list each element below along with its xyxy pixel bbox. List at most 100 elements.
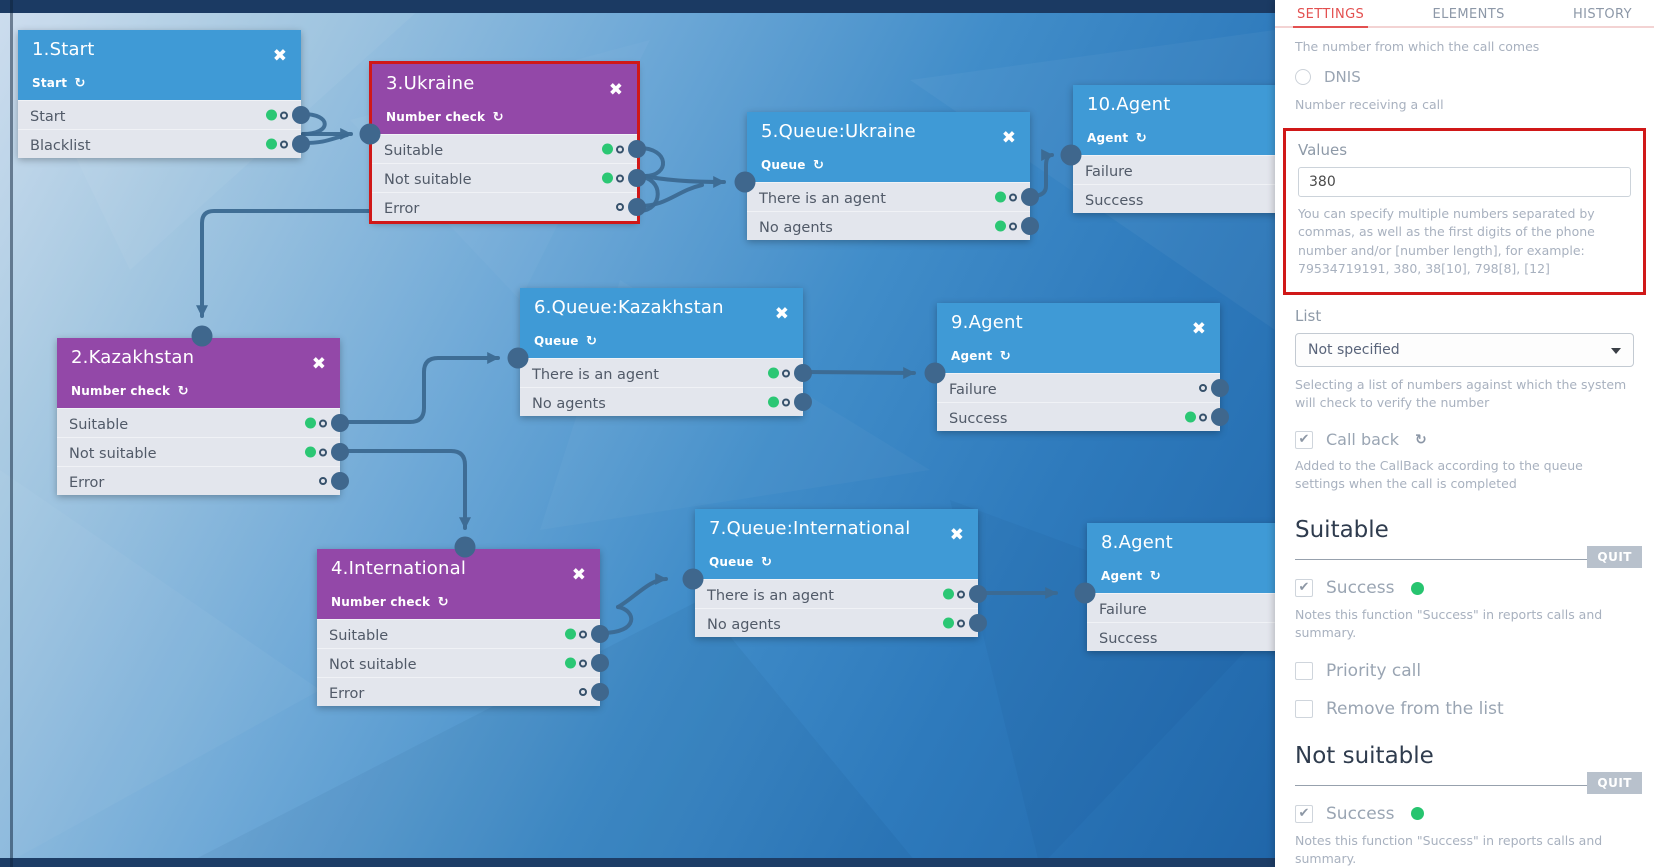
node-output-row[interactable]: There is an agent [695, 579, 987, 608]
row-endpoint[interactable] [1211, 379, 1229, 397]
values-input[interactable] [1298, 167, 1631, 198]
connector 3.Ukraine:Not suitable -> 2.Kazakhstan[interactable] [196, 209, 641, 318]
dnis-radio[interactable] [1295, 69, 1311, 86]
row-endpoint[interactable] [628, 140, 646, 158]
node-output-row[interactable]: Success [937, 402, 1229, 431]
quit-badge[interactable]: QUIT [1587, 546, 1642, 569]
node-output-row[interactable]: Failure [1073, 155, 1275, 184]
node-output-row[interactable]: Error [57, 466, 349, 495]
row-endpoint[interactable] [1211, 408, 1229, 426]
row-endpoint[interactable] [331, 443, 349, 461]
option-checkbox[interactable]: ✔ [1295, 579, 1313, 598]
option-row[interactable]: ✔Success [1295, 804, 1634, 824]
row-endpoint[interactable] [591, 654, 609, 672]
row-endpoint[interactable] [794, 393, 812, 411]
connector 5.Queue:Ukraine:There is an agent -> 10.Agent[interactable] [1030, 149, 1054, 198]
node-output-row[interactable]: Blacklist [18, 129, 310, 158]
node-output-row[interactable]: Suitable [57, 408, 349, 437]
tab-elements[interactable]: ELEMENTS [1432, 7, 1505, 22]
node-output-row[interactable]: No agents [520, 387, 812, 416]
node-close-icon[interactable]: ✖ [311, 354, 326, 374]
node-output-row[interactable]: Success [1073, 184, 1275, 213]
connector 6.Queue:Kazakhstan:There is an agent -> 9.Agent[interactable] [803, 366, 916, 379]
quit-badge[interactable]: QUIT [1587, 771, 1642, 794]
node-output-row[interactable]: Failure [937, 373, 1229, 402]
connector 2.Kazakhstan:Suitable -> 6.Queue:Kazakhstan[interactable] [340, 352, 500, 424]
option-row[interactable]: Remove from the list [1295, 699, 1634, 719]
node-close-icon[interactable]: ✖ [1001, 128, 1016, 148]
node-header[interactable]: 1.Start✖Start ↻ [18, 30, 301, 100]
row-endpoint[interactable] [292, 106, 310, 124]
node-output-row[interactable]: There is an agent [520, 358, 812, 387]
row-endpoint[interactable] [628, 198, 646, 216]
node-output-row[interactable]: Not suitable [57, 437, 349, 466]
row-endpoint[interactable] [794, 364, 812, 382]
connector 2.Kazakhstan:Not suitable -> 4.International[interactable] [340, 449, 471, 530]
list-select[interactable]: Not specified [1295, 332, 1634, 367]
flow-node-n7[interactable]: 7.Queue:International✖Queue ↻There is an… [695, 509, 987, 637]
connector 4.International:Suitable -> 7.Queue:International[interactable] [600, 605, 634, 635]
node-header[interactable]: 6.Queue:Kazakhstan✖Queue ↻ [520, 288, 803, 358]
option-row[interactable]: ✔Success [1295, 578, 1634, 598]
connector 3.Ukraine:Suitable -> 5.Queue:Ukraine[interactable] [643, 174, 726, 188]
option-checkbox[interactable] [1295, 661, 1313, 680]
node-output-row[interactable]: Suitable [317, 619, 609, 648]
node-header[interactable]: 8.Agent✖Agent ↻ [1087, 523, 1275, 593]
option-row[interactable]: Priority call [1295, 661, 1634, 681]
node-output-row[interactable]: There is an agent [747, 182, 1039, 211]
node-output-row[interactable]: Suitable [372, 134, 646, 163]
row-endpoint[interactable] [1021, 217, 1039, 235]
row-endpoint[interactable] [628, 169, 646, 187]
row-endpoint[interactable] [591, 625, 609, 643]
option-checkbox[interactable] [1295, 699, 1313, 718]
row-endpoint[interactable] [969, 614, 987, 632]
node-output-row[interactable]: Failure [1087, 593, 1275, 622]
row-endpoint[interactable] [1021, 188, 1039, 206]
node-close-icon[interactable]: ✖ [1191, 319, 1206, 339]
flow-node-n5[interactable]: 5.Queue:Ukraine✖Queue ↻There is an agent… [747, 112, 1039, 240]
tab-history[interactable]: HISTORY [1573, 7, 1632, 22]
node-header[interactable]: 3.Ukraine✖Number check ↻ [372, 64, 637, 134]
node-header[interactable]: 7.Queue:International✖Queue ↻ [695, 509, 978, 579]
node-header[interactable]: 4.International✖Number check ↻ [317, 549, 600, 619]
node-output-row[interactable]: Success [1087, 622, 1275, 651]
node-close-icon[interactable]: ✖ [774, 304, 789, 324]
node-close-icon[interactable]: ✖ [949, 525, 964, 545]
node-header[interactable]: 10.Agent✖Agent ↻ [1073, 85, 1275, 155]
node-close-icon[interactable]: ✖ [571, 565, 586, 585]
dnis-option[interactable]: DNIS [1295, 68, 1634, 86]
row-endpoint[interactable] [331, 472, 349, 490]
node-header[interactable]: 5.Queue:Ukraine✖Queue ↻ [747, 112, 1030, 182]
node-close-icon[interactable]: ✖ [272, 46, 287, 66]
node-output-row[interactable]: Error [317, 677, 609, 706]
connector 3.Ukraine:Error -> 5.Queue:Ukraine[interactable] [637, 183, 704, 208]
node-output-row[interactable]: Not suitable [372, 163, 646, 192]
option-checkbox[interactable]: ✔ [1295, 804, 1313, 823]
row-endpoint[interactable] [292, 135, 310, 153]
node-header[interactable]: 2.Kazakhstan✖Number check ↻ [57, 338, 340, 408]
callback-option[interactable]: ✔ Call back ↻ [1295, 430, 1634, 449]
node-output-row[interactable]: Start [18, 100, 310, 129]
node-output-row[interactable]: Error [372, 192, 646, 221]
row-endpoint[interactable] [591, 683, 609, 701]
node-output-row[interactable]: No agents [695, 608, 987, 637]
connector 3.Ukraine:Suitable -> 5.Queue:Ukraine[interactable] [637, 146, 665, 178]
node-header[interactable]: 9.Agent✖Agent ↻ [937, 303, 1220, 373]
node-close-icon[interactable]: ✖ [608, 80, 623, 100]
flow-node-n6[interactable]: 6.Queue:Kazakhstan✖Queue ↻There is an ag… [520, 288, 812, 416]
row-endpoint[interactable] [331, 414, 349, 432]
callback-checkbox[interactable]: ✔ [1295, 430, 1313, 449]
tab-settings[interactable]: SETTINGS [1293, 0, 1369, 28]
node-output-row[interactable]: No agents [747, 211, 1039, 240]
connector 4.International:Suitable -> 7.Queue:International[interactable] [616, 573, 668, 609]
row-endpoint[interactable] [969, 585, 987, 603]
node-output-row[interactable]: Not suitable [317, 648, 609, 677]
